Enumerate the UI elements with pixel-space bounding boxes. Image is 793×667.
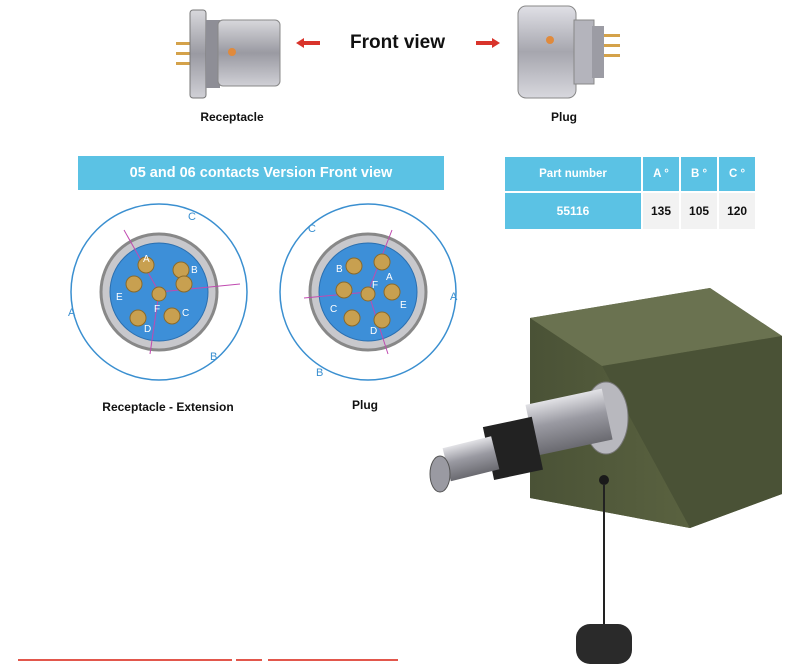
receptacle-caption: Receptacle (200, 110, 264, 124)
plug-front-diagram: A B C D E F A B C (279, 203, 458, 381)
arrow-left-icon (296, 38, 320, 48)
pin-label-a: A (143, 254, 150, 265)
pin-label-c: C (182, 308, 189, 319)
dim-label-c: C (188, 211, 196, 223)
cell-part-number: 55116 (505, 193, 641, 229)
header-b: B ° (681, 157, 718, 191)
part-number-table: Part number A ° B ° C ° 55116 135 105 12… (503, 155, 757, 231)
plug-pin-label-e: E (400, 300, 407, 311)
cell-c: 120 (719, 193, 756, 229)
arrow-right-icon (476, 38, 500, 48)
receptacle-front-diagram: A B C D E F A B C (68, 203, 248, 381)
plug-caption: Plug (551, 110, 577, 124)
plug-pin-label-c: C (330, 304, 337, 315)
pin-label-f: F (154, 304, 160, 315)
receptacle-photo (176, 9, 281, 99)
plug-dim-label-b: B (316, 367, 323, 379)
section-banner: 05 and 06 contacts Version Front view (78, 156, 444, 190)
plug-photo (517, 5, 620, 99)
header-a: A ° (643, 157, 680, 191)
mounted-connector-render (429, 288, 782, 664)
plug-pin-label-d: D (370, 326, 377, 337)
plug-pin-label-a: A (386, 272, 393, 283)
dim-label-a: A (68, 307, 76, 319)
plug-pin-label-b: B (336, 264, 343, 275)
plug-dim-label-c: C (308, 223, 316, 235)
table-header-row: Part number A ° B ° C ° (505, 157, 756, 191)
front-view-label: Front view (350, 32, 446, 53)
footer-rule (236, 659, 262, 661)
pin-label-b: B (191, 265, 198, 276)
plug-pin-label-f: F (372, 280, 378, 291)
receptacle-extension-caption: Receptacle - Extension (102, 400, 234, 414)
plug-dim-label-a: A (450, 291, 458, 303)
pin-label-d: D (144, 324, 151, 335)
header-part-number: Part number (505, 157, 641, 191)
pin-label-e: E (116, 292, 123, 303)
footer-rule (268, 659, 398, 661)
cell-b: 105 (681, 193, 718, 229)
cell-a: 135 (643, 193, 680, 229)
table-row: 55116 135 105 120 (505, 193, 756, 229)
plug-diagram-caption: Plug (352, 398, 378, 412)
header-c: C ° (719, 157, 756, 191)
dim-label-b: B (210, 351, 217, 363)
footer-rule (18, 659, 232, 661)
